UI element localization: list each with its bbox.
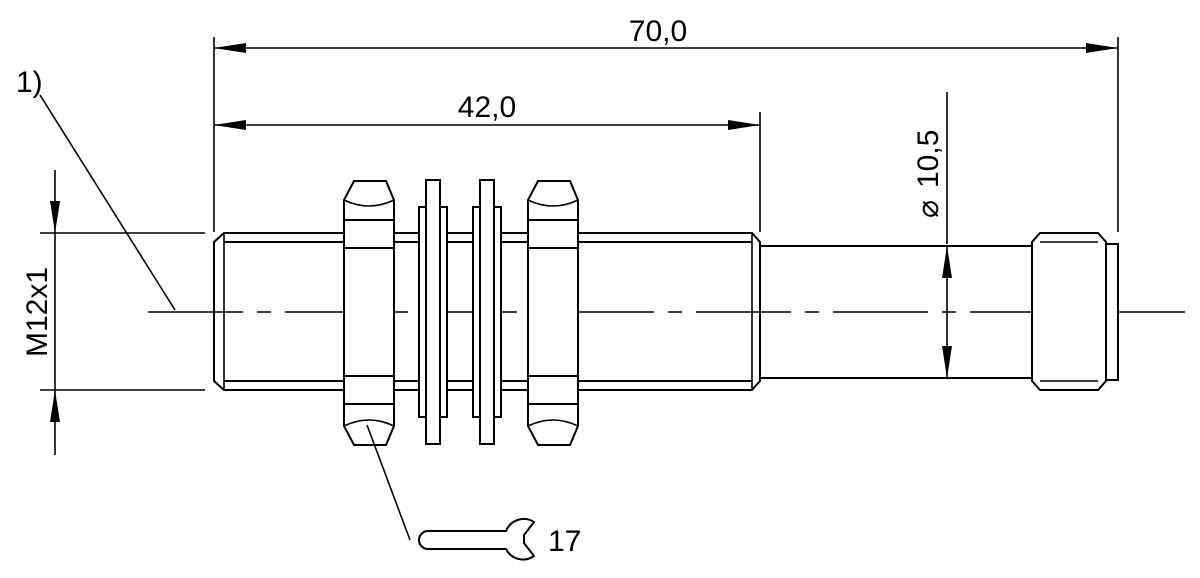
callout-wrench-size: 17 bbox=[366, 424, 581, 561]
extension-lines bbox=[40, 37, 1119, 391]
wrench-size-label: 17 bbox=[548, 525, 581, 558]
callout-note-1: 1) bbox=[16, 66, 176, 311]
hex-nut-right bbox=[527, 180, 579, 446]
dimension-overall-length: 70,0 bbox=[214, 15, 1118, 53]
dimension-thread-length: 42,0 bbox=[214, 91, 760, 130]
dimension-label-thread: M12x1 bbox=[21, 267, 54, 357]
hex-nut-left bbox=[343, 180, 395, 446]
diameter-symbol: ⌀ bbox=[912, 200, 945, 218]
dimension-label-thread-length: 42,0 bbox=[458, 91, 516, 124]
washer-left bbox=[418, 179, 448, 445]
connector-housing bbox=[1031, 232, 1119, 391]
dimension-thread: M12x1 bbox=[21, 170, 60, 455]
sensor-tube bbox=[760, 245, 1032, 379]
wrench-icon bbox=[418, 517, 536, 561]
dimension-label-overall-length: 70,0 bbox=[629, 15, 687, 48]
dimension-label-diameter: 10,5 bbox=[912, 130, 945, 188]
dimension-diameter: ⌀ 10,5 bbox=[912, 130, 952, 378]
callout-label-1: 1) bbox=[16, 66, 43, 99]
washer-right bbox=[472, 179, 502, 445]
